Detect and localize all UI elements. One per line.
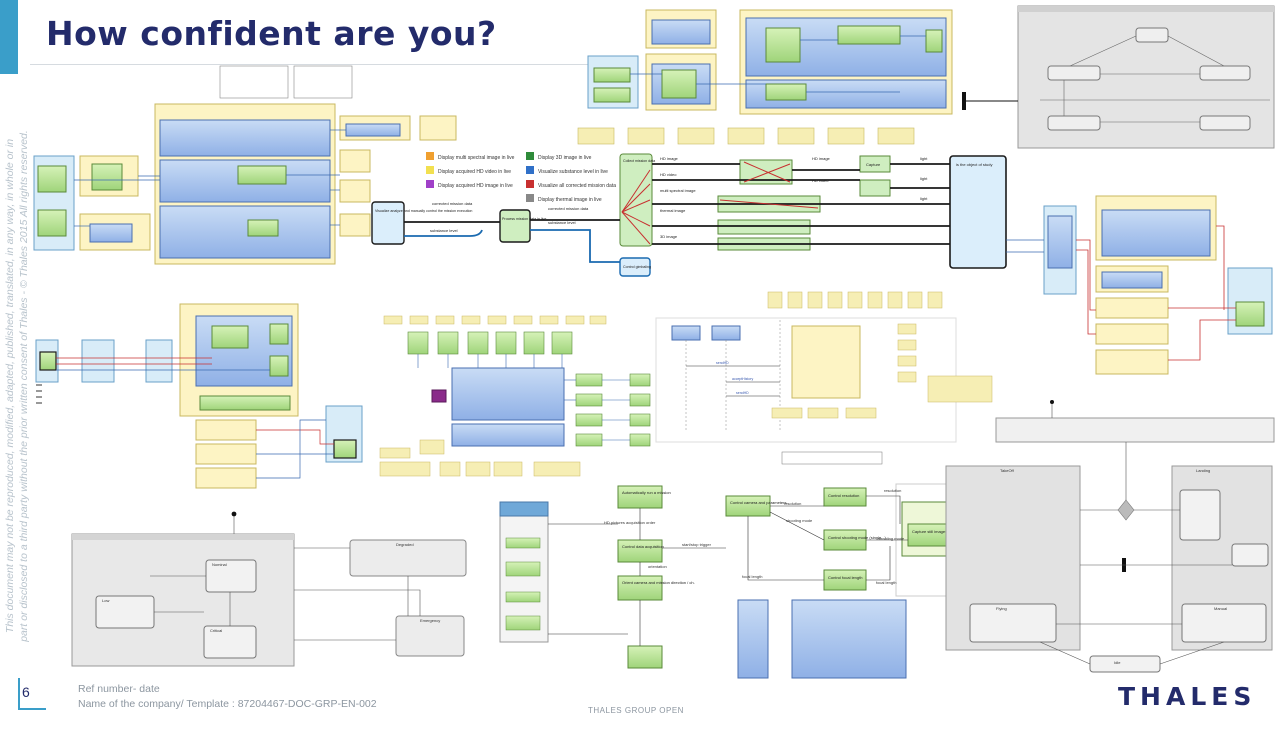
state-manual: Manual bbox=[1214, 606, 1227, 611]
footer-ref: Ref number- date bbox=[78, 683, 160, 695]
logical-architecture-mid-center bbox=[379, 315, 651, 477]
physical-architecture-top bbox=[587, 9, 953, 115]
flow-corrected-2: corrected mission data bbox=[548, 206, 589, 211]
logical-architecture-left bbox=[33, 65, 457, 265]
flow-hd-video-2: HD video bbox=[812, 178, 829, 183]
capture-function: Capture bbox=[866, 162, 881, 167]
flow-substance: substance level bbox=[430, 228, 458, 233]
page-number-frame bbox=[18, 678, 46, 710]
activity-run-mission: Automatically run a mission bbox=[622, 490, 671, 495]
flow-start-stop: start/stop trigger bbox=[682, 542, 712, 547]
activity-resolution: Control resolution bbox=[828, 493, 859, 498]
lifeline-message: acceptHistory bbox=[732, 377, 753, 381]
flow-focal: focal length bbox=[742, 574, 762, 579]
flow-acq-order: HD pictures acquisition order bbox=[604, 520, 656, 525]
architecture-collage: Display multi spectral image in live Dis… bbox=[33, 5, 1275, 679]
collect-function: Collect mission data bbox=[623, 159, 655, 163]
flow-focal-2: focal length bbox=[876, 580, 896, 585]
flow-hd-image-2: HD image bbox=[812, 156, 831, 161]
state-takeoff: TakeOff bbox=[1000, 468, 1015, 473]
page-number: 6 bbox=[22, 684, 30, 700]
legend-label: Visualize substance level in live bbox=[538, 169, 608, 175]
functional-dataflow: Visualize analyze and manually control t… bbox=[371, 127, 1007, 277]
state-low: Low bbox=[102, 598, 109, 603]
thales-logo: THALES bbox=[1118, 682, 1257, 711]
flow-light-3: light bbox=[920, 196, 928, 201]
state-flying: Flying bbox=[996, 606, 1007, 611]
activity-data-acquisition: Control data acquisition bbox=[622, 544, 664, 549]
state-critical: Critical bbox=[210, 628, 222, 633]
flow-hd-image: HD image bbox=[660, 156, 679, 161]
state-machine-bottom-right: TakeOff Landing Flying Manual Idle bbox=[945, 400, 1275, 673]
flow-corrected: corrected mission data bbox=[432, 201, 473, 206]
state-emergency: Emergency bbox=[420, 618, 440, 623]
flow-shooting-2: shooting mode bbox=[878, 536, 905, 541]
legend-label: Visualize all corrected mission data bbox=[538, 183, 616, 189]
state-machine-bottom-left: Nominal Low Critical Degraded Emergency bbox=[71, 511, 467, 667]
slide-title: How confident are you? bbox=[46, 14, 497, 53]
legend: Display multi spectral image in live Dis… bbox=[426, 152, 616, 203]
sequence-diagram: sendHD acceptHistory sendHD bbox=[655, 291, 993, 465]
footer-template: Name of the company/ Template : 87204467… bbox=[78, 698, 377, 710]
accent-bar bbox=[0, 0, 18, 74]
state-machine-top-right bbox=[962, 5, 1275, 149]
legend-label: Display thermal image in live bbox=[538, 197, 602, 203]
visualize-function: Visualize analyze and manually control t… bbox=[375, 209, 472, 213]
flow-orientation: orientation bbox=[648, 564, 667, 569]
title-divider bbox=[30, 64, 590, 65]
activity-camera-params: Control camera and parameters bbox=[730, 500, 786, 505]
activity-capture-still: Capture still images bbox=[912, 529, 947, 534]
activity-focal: Control focal length bbox=[828, 575, 862, 580]
lifeline-message: sendHD bbox=[716, 361, 729, 365]
flow-resolution-2: resolution bbox=[884, 488, 901, 493]
flow-substance-2: substance level bbox=[548, 220, 576, 225]
classification-label: THALES GROUP OPEN bbox=[588, 706, 684, 715]
control-function: Control gimbaling bbox=[623, 265, 651, 269]
activity-orient: Orient camera and mission direction / ch… bbox=[622, 580, 695, 585]
flow-hd-video: HD video bbox=[660, 172, 677, 177]
flow-multi-spectral: multi spectral image bbox=[660, 188, 696, 193]
flow-resolution: resolution bbox=[784, 501, 801, 506]
state-landing: Landing bbox=[1196, 468, 1210, 473]
state-nominal: Nominal bbox=[212, 562, 227, 567]
flow-thermal: thermal image bbox=[660, 208, 686, 213]
legend-label: Display 3D image in live bbox=[538, 155, 592, 161]
logical-architecture-right bbox=[1006, 195, 1273, 375]
legend-label: Display acquired HD image in live bbox=[438, 183, 513, 189]
flow-3d-image: 3D image bbox=[660, 234, 678, 239]
process-function: Process mission data in live bbox=[502, 217, 546, 221]
legend-label: Display acquired HD video in live bbox=[438, 169, 511, 175]
flow-shooting: shooting mode bbox=[786, 518, 813, 523]
legend-label: Display multi spectral image in live bbox=[438, 155, 515, 161]
state-degraded: Degraded bbox=[396, 542, 414, 547]
flow-light-2: light bbox=[920, 176, 928, 181]
activity-shooting-mode: Control shooting mode (single...) bbox=[828, 535, 886, 540]
flow-light: light bbox=[920, 156, 928, 161]
state-idle: Idle bbox=[1114, 660, 1121, 665]
logical-architecture-mid-left bbox=[35, 303, 363, 489]
lifeline-message: sendHD bbox=[736, 391, 749, 395]
object-of-study: is the object of study bbox=[956, 162, 992, 167]
